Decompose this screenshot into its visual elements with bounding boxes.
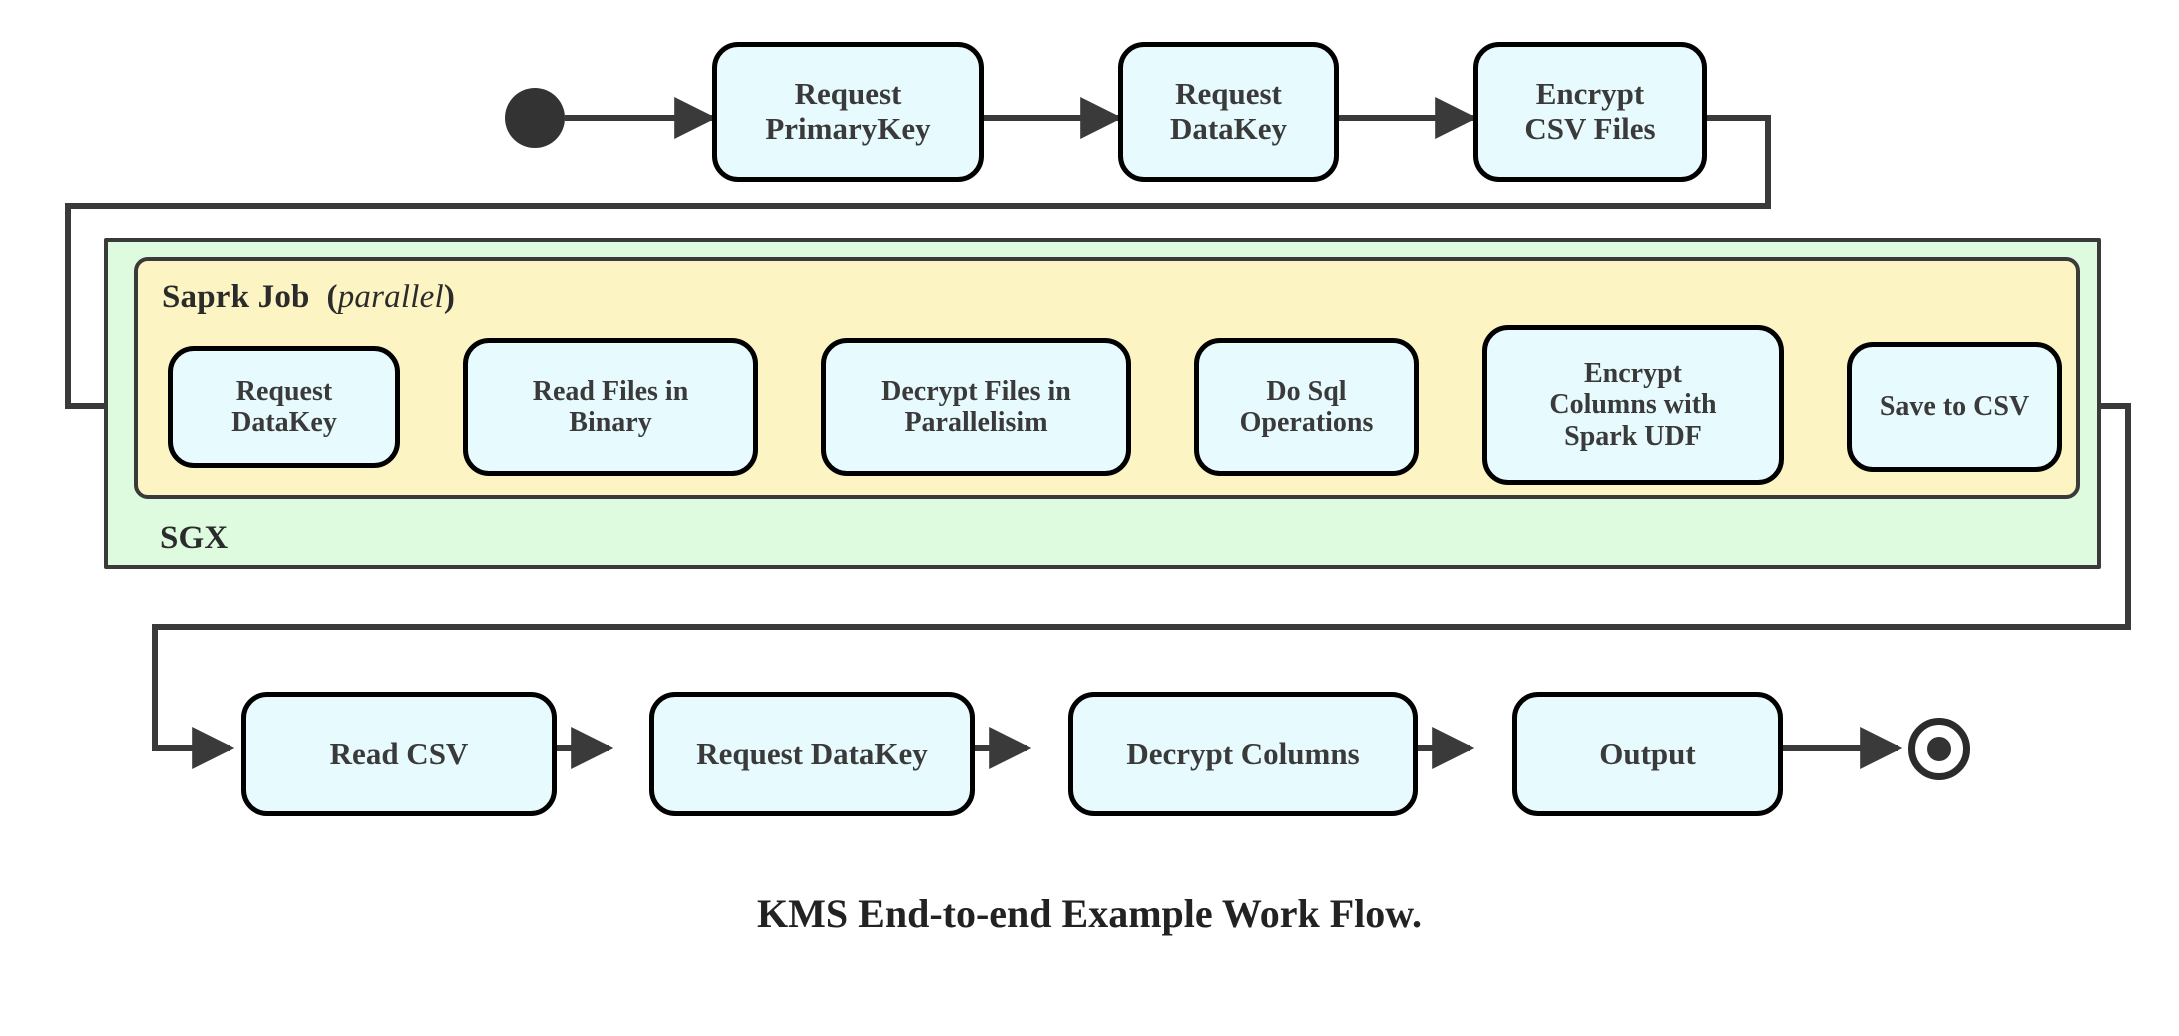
node-line: DataKey — [1169, 111, 1288, 146]
node-line: Read Files in — [532, 375, 689, 407]
node-decrypt-files-in-parallelisim[interactable]: Decrypt Files in Parallelisim — [821, 338, 1131, 476]
node-line: Read CSV — [329, 735, 469, 771]
node-request-primarykey[interactable]: Request PrimaryKey — [712, 42, 984, 182]
container-sgx-label: SGX — [160, 520, 229, 556]
node-line: Spark UDF — [1564, 420, 1702, 452]
node-line: Request DataKey — [696, 735, 928, 771]
spark-job-label-main: Saprk Job — [162, 279, 310, 315]
node-line: Binary — [569, 407, 652, 438]
end-node — [1908, 718, 1970, 780]
node-line: Parallelisim — [904, 407, 1048, 438]
node-read-files-in-binary[interactable]: Read Files in Binary — [463, 338, 758, 476]
start-node — [505, 88, 565, 148]
node-decrypt-columns[interactable]: Decrypt Columns — [1068, 692, 1418, 816]
node-request-datakey-top[interactable]: Request DataKey — [1118, 42, 1339, 182]
node-line: Request — [1175, 76, 1282, 112]
node-line: Decrypt Files in — [881, 375, 1071, 407]
node-line: Save to CSV — [1879, 391, 2030, 423]
node-line: Request — [235, 375, 333, 407]
node-output[interactable]: Output — [1512, 692, 1783, 816]
node-encrypt-columns-with-spark-udf[interactable]: Encrypt Columns with Spark UDF — [1482, 325, 1784, 485]
diagram-caption: KMS End-to-end Example Work Flow. — [757, 891, 1422, 936]
node-line: Output — [1599, 735, 1696, 771]
node-line: DataKey — [231, 407, 337, 438]
spark-job-paren-open: ( — [326, 279, 338, 315]
node-line: Do Sql — [1266, 375, 1347, 407]
node-line: Encrypt — [1583, 357, 1682, 389]
node-line: Request — [794, 76, 902, 112]
node-request-datakey-spark[interactable]: Request DataKey — [168, 346, 400, 468]
node-save-to-csv[interactable]: Save to CSV — [1847, 342, 2062, 472]
node-line: Encrypt — [1535, 76, 1645, 112]
end-node-inner-dot — [1927, 737, 1951, 761]
spark-job-label-modifier: parallel — [337, 279, 444, 315]
node-line: CSV Files — [1524, 111, 1656, 146]
node-encrypt-csv-files[interactable]: Encrypt CSV Files — [1473, 42, 1707, 182]
node-line: Columns with — [1549, 389, 1717, 421]
spark-job-paren-close: ) — [443, 279, 456, 315]
node-request-datakey-bottom[interactable]: Request DataKey — [649, 692, 975, 816]
node-line: Operations — [1239, 407, 1374, 438]
node-do-sql-operations[interactable]: Do Sql Operations — [1194, 338, 1419, 476]
node-read-csv[interactable]: Read CSV — [241, 692, 557, 816]
node-line: PrimaryKey — [765, 111, 931, 146]
container-spark-job-label: Saprk Job (parallel) — [162, 279, 455, 316]
node-line: Decrypt Columns — [1126, 735, 1360, 771]
